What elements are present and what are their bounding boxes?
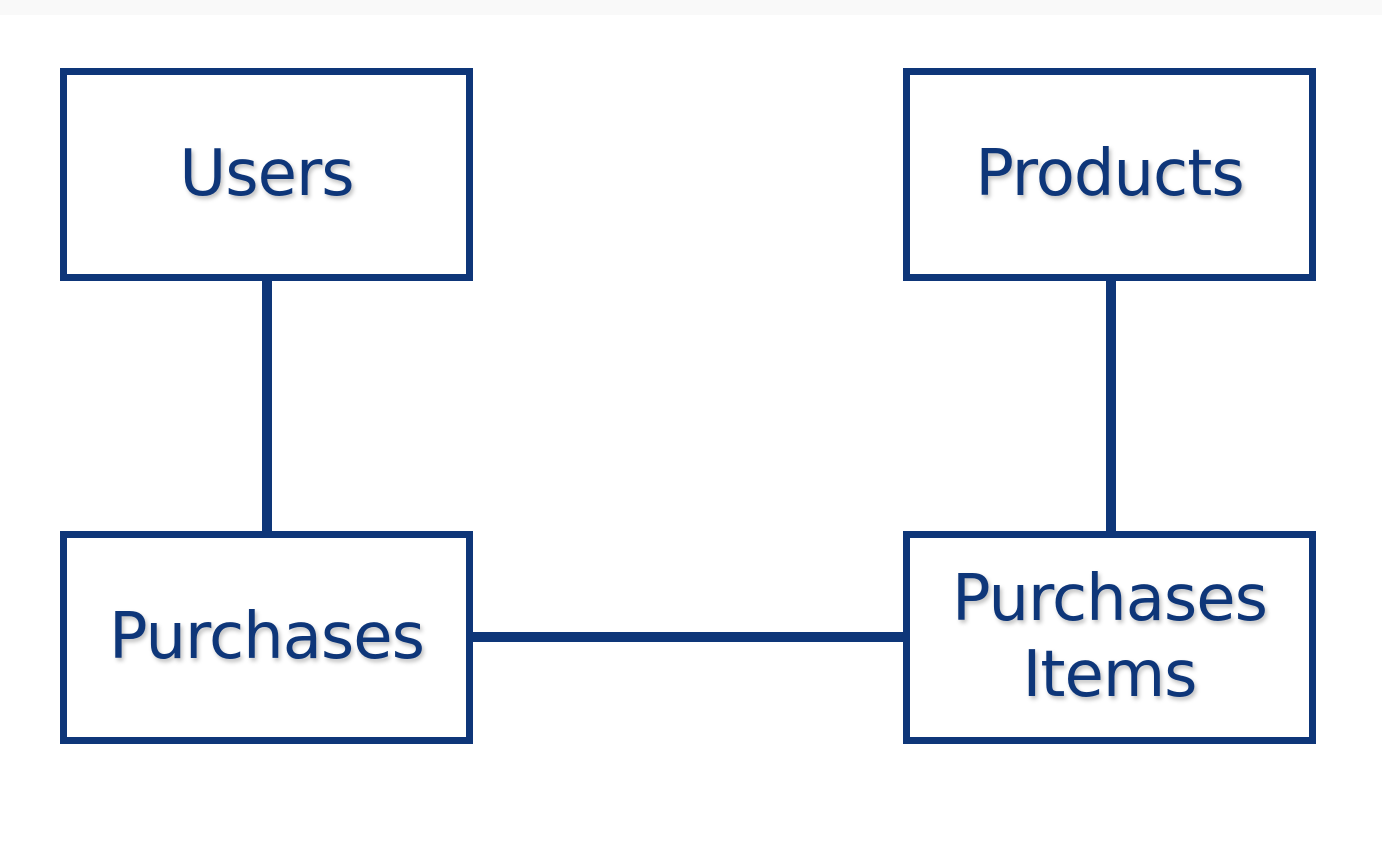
- entity-label: Purchases: [109, 599, 425, 674]
- top-band: [0, 0, 1382, 15]
- entity-label: Purchases Items: [952, 561, 1268, 712]
- entity-label: Users: [179, 136, 354, 211]
- entity-label: Products: [975, 136, 1244, 211]
- entity-products[interactable]: Products: [903, 68, 1316, 281]
- entity-purchases-items[interactable]: Purchases Items: [903, 531, 1316, 744]
- connector-users-purchases: [262, 279, 272, 541]
- connector-purchases-purchases-items: [470, 632, 908, 642]
- connector-products-purchases-items: [1106, 279, 1116, 535]
- entity-purchases[interactable]: Purchases: [60, 531, 473, 744]
- entity-users[interactable]: Users: [60, 68, 473, 281]
